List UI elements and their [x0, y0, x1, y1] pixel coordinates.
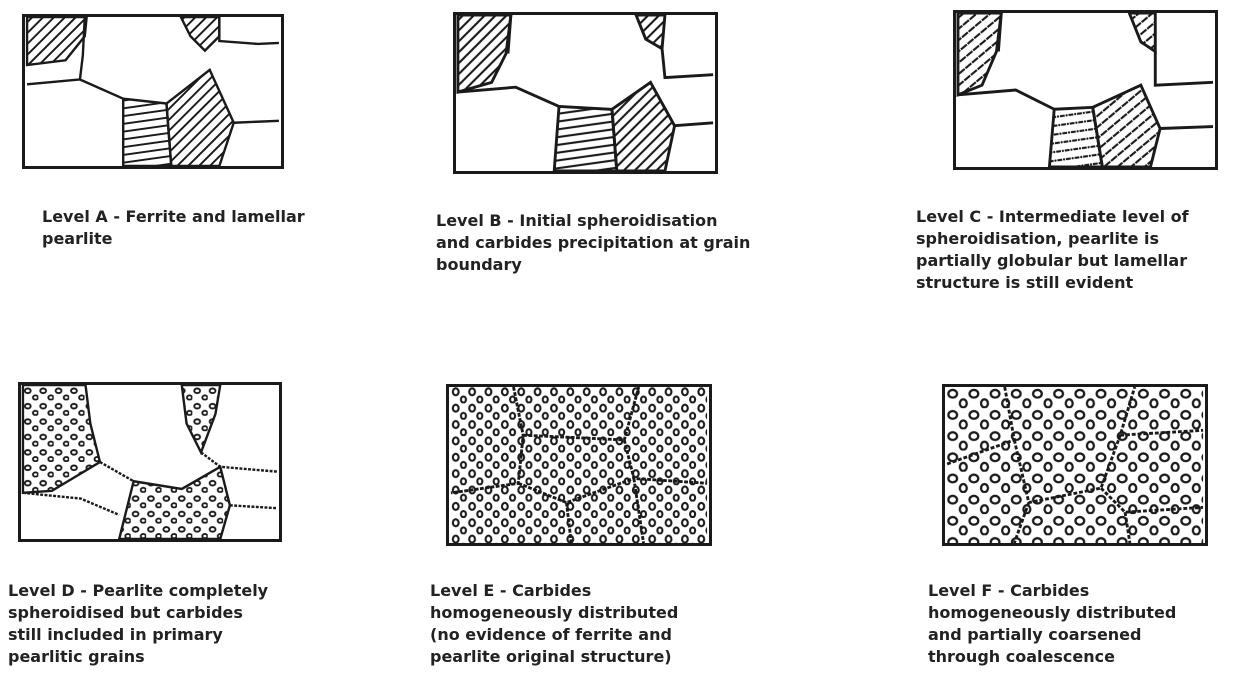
micrograph-level-e-drawing — [449, 387, 709, 543]
caption-level-c: Level C - Intermediate level of spheroid… — [916, 206, 1189, 294]
caption-level-e: Level E - Carbides homogeneously distrib… — [430, 580, 678, 668]
micrograph-level-f-drawing — [945, 387, 1205, 543]
micrograph-level-e — [446, 384, 712, 546]
caption-level-a: Level A - Ferrite and lamellar pearlite — [42, 206, 305, 250]
micrograph-level-a — [22, 14, 284, 169]
micrograph-level-b-drawing — [456, 15, 715, 171]
micrograph-level-f — [942, 384, 1208, 546]
micrograph-level-c-drawing — [956, 13, 1215, 167]
caption-level-b: Level B - Initial spheroidisation and ca… — [436, 210, 750, 276]
micrograph-level-d — [18, 382, 282, 542]
caption-level-d: Level D - Pearlite completely spheroidis… — [8, 580, 268, 668]
micrograph-level-b — [453, 12, 718, 174]
micrograph-level-c — [953, 10, 1218, 170]
micrograph-level-a-drawing — [25, 17, 281, 166]
micrograph-level-d-drawing — [21, 385, 279, 539]
caption-level-f: Level F - Carbides homogeneously distrib… — [928, 580, 1176, 668]
